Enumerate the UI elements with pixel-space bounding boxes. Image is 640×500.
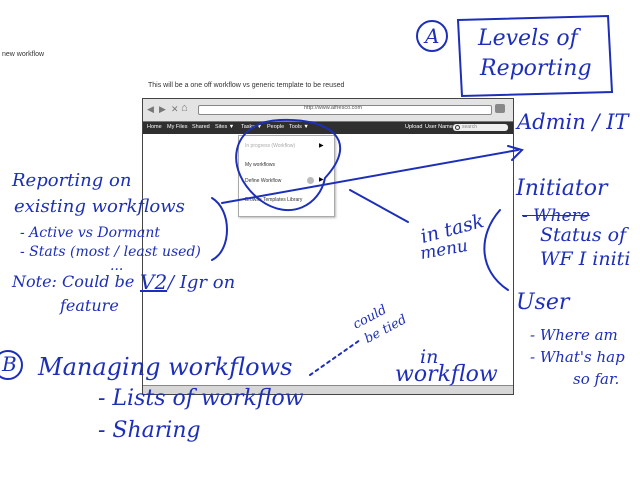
url-text: http://www.alfresco.com <box>304 105 363 111</box>
levels-title-2: Reporting <box>480 56 592 81</box>
user-line-1: - Where am <box>530 326 618 344</box>
initiator-line-3: WF I initi <box>540 248 631 270</box>
managing-item-2: - Sharing <box>98 418 201 443</box>
search-input[interactable]: search <box>453 124 508 131</box>
forward-icon[interactable]: ▶ <box>159 104 166 114</box>
nav-home[interactable]: Home <box>147 124 162 130</box>
managing-title: Managing workflows <box>38 353 293 381</box>
reporting-line-3: - Active vs Dormant <box>20 225 161 241</box>
note-line-2: / Igr on <box>168 272 236 293</box>
initiator-line-2: Status of <box>540 224 627 246</box>
tasks-dropdown-menu: In progress (Workflow) ▶ My workflows De… <box>238 135 335 217</box>
bookmark-icon[interactable] <box>495 104 505 113</box>
wireframe-window: ◀ ▶ ✕ ⌂ http://www.alfresco.com Home My … <box>142 98 514 395</box>
close-icon[interactable]: ✕ <box>171 104 179 114</box>
back-icon[interactable]: ◀ <box>147 104 154 114</box>
arrow-right-icon: ▶ <box>319 177 324 183</box>
status-bar <box>143 385 513 394</box>
search-icon <box>455 125 460 130</box>
initiator-label: Initiator <box>516 176 608 201</box>
user-line-2: - What's hap <box>530 348 625 366</box>
reporting-arrow <box>221 149 519 204</box>
initiator-line-1: - Where <box>522 206 590 226</box>
url-bar[interactable]: http://www.alfresco.com <box>198 105 492 115</box>
caption: This will be a one off workflow vs gener… <box>148 82 345 89</box>
corner-label: new workflow <box>2 51 45 58</box>
menu-line <box>349 189 409 223</box>
in-workflow-label-2: workflow <box>395 362 498 387</box>
menu-item-my-workflows[interactable]: My workflows <box>245 162 276 168</box>
menu-item-browse-templates[interactable]: Browse Templates Library <box>245 197 303 203</box>
managing-item-1: - Lists of workflow <box>98 386 304 411</box>
levels-title-1: Levels of <box>478 26 578 51</box>
marker-a-circle <box>416 20 448 52</box>
in-workflow-label-1: in <box>420 346 439 368</box>
note-line-1: Note: Could be <box>12 272 135 291</box>
user-line-3: so far. <box>573 370 620 388</box>
arrow-right-icon: ▶ <box>319 143 324 149</box>
nav-sites[interactable]: Sites ▼ <box>215 124 235 130</box>
reporting-line-1: Reporting on <box>12 170 132 191</box>
home-icon[interactable]: ⌂ <box>181 102 188 114</box>
search-placeholder: search <box>462 124 478 130</box>
reporting-line-5: ... <box>110 258 124 274</box>
user-label: User <box>516 290 570 315</box>
menu-item-in-progress[interactable]: In progress (Workflow) <box>245 143 296 149</box>
nav-tools[interactable]: Tools ▼ <box>289 124 309 130</box>
marker-b-circle <box>0 350 23 380</box>
marker-b: B <box>2 352 17 376</box>
nav-tasks[interactable]: Tasks ▼ <box>241 124 263 130</box>
nav-my-files[interactable]: My Files <box>167 124 188 130</box>
nav-upload[interactable]: Upload <box>405 124 423 130</box>
highlight-ellipse <box>235 118 341 212</box>
circle-icon <box>307 177 314 184</box>
note-v2: V2 <box>140 270 168 294</box>
levels-box <box>456 14 614 98</box>
reporting-line-2: existing workflows <box>14 196 185 217</box>
arrow-head <box>507 145 524 161</box>
reporting-line-4: - Stats (most / least used) <box>20 244 201 260</box>
marker-a: A <box>425 24 440 48</box>
browser-toolbar: ◀ ▶ ✕ ⌂ http://www.alfresco.com <box>143 99 513 122</box>
user-bracket <box>483 209 509 291</box>
dotted-link <box>309 339 361 376</box>
reporting-bracket <box>211 197 228 261</box>
nav-shared[interactable]: Shared <box>192 124 210 130</box>
admin-label: Admin / IT <box>517 110 629 134</box>
nav-people[interactable]: People <box>267 124 285 130</box>
menu-item-define-workflow[interactable]: Define Workflow <box>245 178 282 184</box>
nav-user-menu[interactable]: User Name ▼ <box>425 124 460 130</box>
note-line-3: feature <box>60 296 119 315</box>
